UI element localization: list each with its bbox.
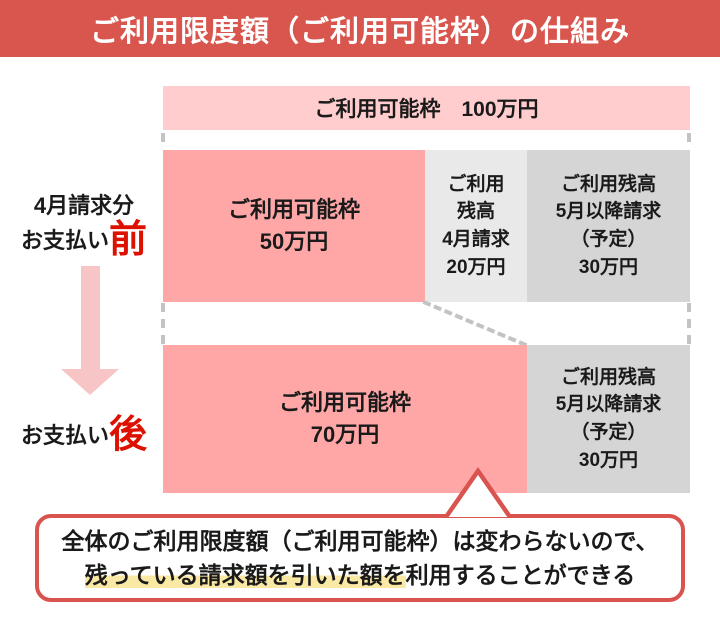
before-accent-char: 前 [109,218,148,261]
before-row-label: 4月請求分 お支払い前 [8,192,160,259]
total-limit-label: ご利用可能枠 100万円 [314,98,539,121]
title-banner: ご利用限度額（ご利用可能枠）の仕組み [0,0,720,57]
before-bar-row: ご利用可能枠 50万円 ご利用 残高 4月請求 20万円 ご利用残高 5月以降請… [163,150,690,302]
dashed-connector-top-left [161,133,165,149]
callout-pointer [444,467,512,519]
after-may-balance-segment: ご利用残高 5月以降請求 （予定） 30万円 [527,345,690,493]
note-line2-rest: 利用することができる [405,562,636,588]
dashed-connector-mid-left [161,303,165,344]
after-label-line2: お支払い後 [20,414,148,456]
before-may-balance-segment: ご利用残高 5月以降請求 （予定） 30万円 [527,150,690,302]
page-title: ご利用限度額（ご利用可能枠）の仕組み [89,15,630,48]
total-limit-bar: ご利用可能枠 100万円 [163,86,690,130]
note-line2: 残っている請求額を引いた額を利用することができる [84,558,636,592]
after-available-segment: ご利用可能枠 70万円 [163,345,527,493]
after-accent-char: 後 [109,414,148,456]
before-april-balance-segment: ご利用 残高 4月請求 20万円 [425,150,527,302]
note-line1: 全体のご利用限度額（ご利用可能枠）は変わらないので、 [61,528,659,554]
after-bar-row: ご利用可能枠 70万円 ご利用残高 5月以降請求 （予定） 30万円 [163,345,690,493]
after-row-label: お支払い後 [8,416,160,454]
before-label-line1: 4月請求分 [33,193,135,218]
dashed-connector-mid-right [687,303,691,344]
before-label-line2: お支払い前 [20,218,148,261]
note-callout-box: 全体のご利用限度額（ご利用可能枠）は変わらないので、 残っている請求額を引いた額… [35,514,685,602]
before-available-segment: ご利用可能枠 50万円 [163,150,425,302]
dashed-connector-top-right [687,133,691,149]
down-arrow-head-icon [61,369,119,395]
note-highlighted-text: 残っている請求額を引いた額を [84,562,406,588]
down-arrow-icon [81,266,100,370]
dashed-connector-diagonal [422,300,528,348]
